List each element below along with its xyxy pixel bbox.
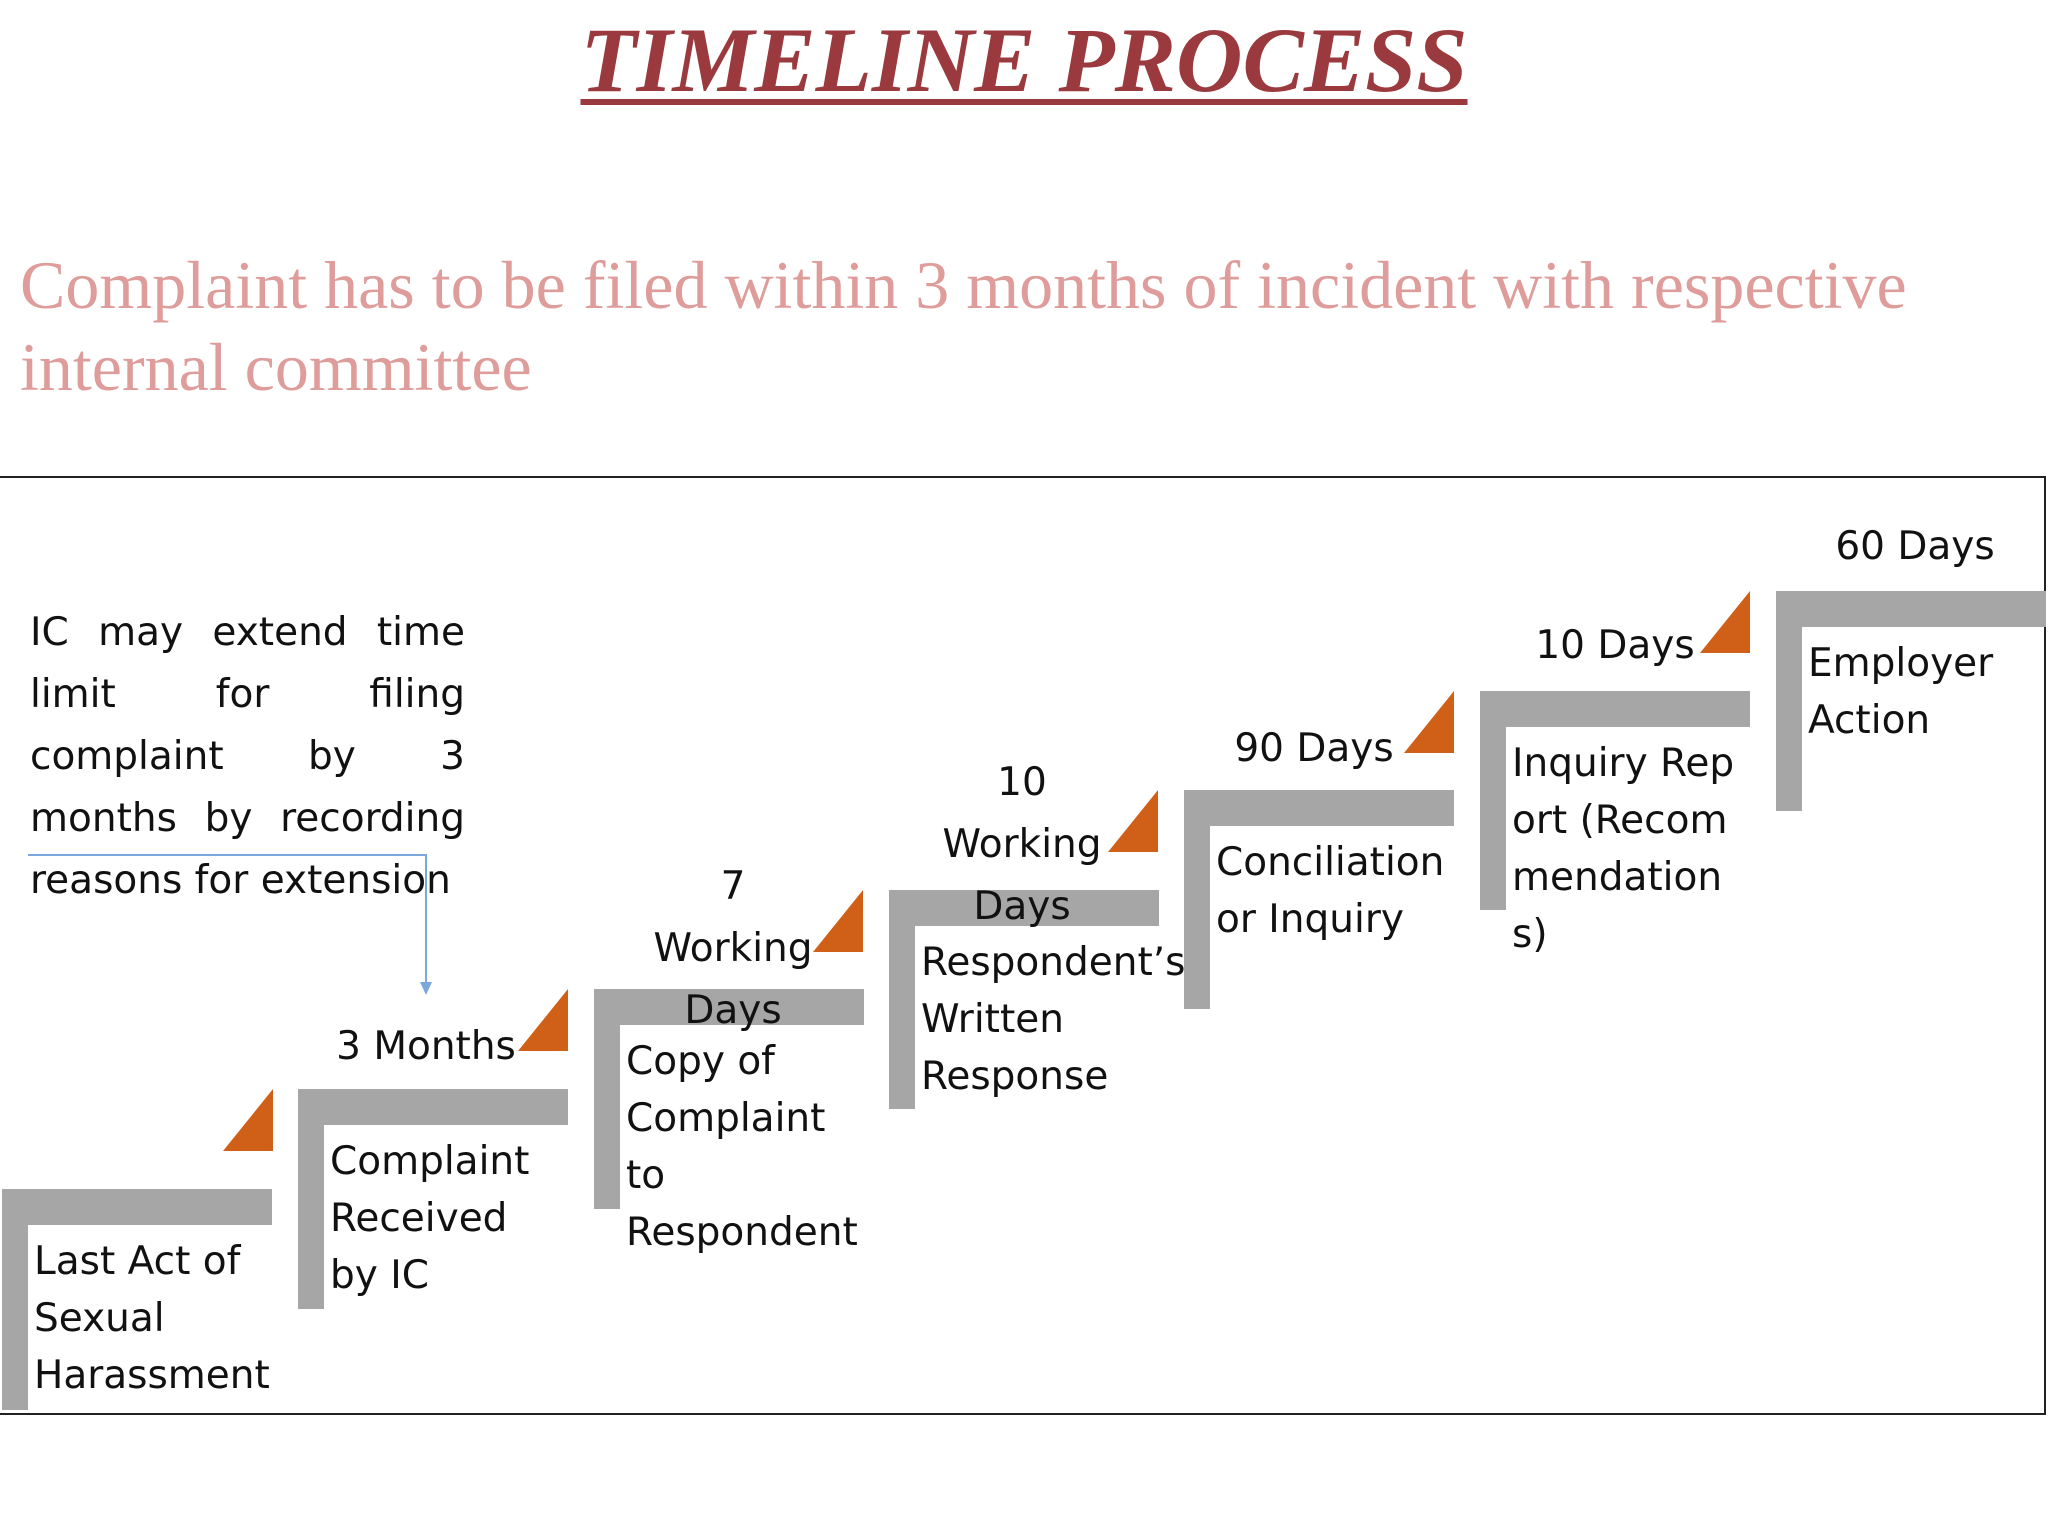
step-bar-vertical [1480, 691, 1506, 910]
step-duration: 10 Days [1535, 623, 1695, 668]
step-duration: 60 Days [1835, 524, 1995, 569]
step-marker-triangle-2 [518, 989, 568, 1051]
timeline-step-inquiry-report: Inquiry Report (Recommendations) [1480, 691, 1750, 957]
page-title: TIMELINE PROCESS [580, 9, 1468, 111]
timeline-step-complaint-received: Complaint Received by IC [298, 1089, 568, 1309]
step-bar-horizontal [594, 989, 864, 1025]
step-marker-triangle-3 [813, 890, 863, 952]
step-marker-triangle-5 [1404, 691, 1454, 753]
step-marker-triangle-4 [1108, 790, 1158, 852]
step-bar-horizontal [1776, 591, 2046, 627]
step-duration: 3 Months [336, 1024, 516, 1069]
step-bar-vertical [1184, 790, 1210, 1009]
timeline-step-conciliation-inquiry: Conciliation or Inquiry [1184, 790, 1454, 1009]
step-bar-vertical [2, 1189, 28, 1410]
step-duration: 10 Working Days [942, 760, 1102, 929]
step-label: Last Act of Sexual Harassment [34, 1239, 270, 1398]
step-bar-vertical [298, 1089, 324, 1309]
step-bar-horizontal [298, 1089, 568, 1125]
step-bar-vertical [889, 890, 915, 1109]
step-label: Inquiry Report (Recommendations) [1512, 741, 1735, 957]
timeline-step-employer-action: Employer Action [1776, 591, 2046, 811]
extension-note: IC may extend time limit for filing comp… [30, 610, 465, 903]
step-bar-horizontal [889, 890, 1159, 926]
timeline-step-written-response: Respondent’s Written Response [889, 890, 1186, 1109]
step-bar-vertical [1776, 591, 1802, 811]
step-duration: 7 Working Days [653, 864, 813, 1033]
step-label: Respondent’s Written Response [921, 940, 1186, 1099]
step-bar-horizontal [2, 1189, 272, 1225]
step-label: Conciliation or Inquiry [1216, 840, 1445, 942]
subtitle: Complaint has to be filed within 3 month… [20, 247, 1907, 405]
timeline-step-last-act: Last Act of Sexual Harassment [2, 1189, 272, 1410]
step-marker-triangle-6 [1700, 591, 1750, 653]
step-label: Copy of Complaint to Respondent [626, 1039, 858, 1255]
step-bar-horizontal [1184, 790, 1454, 826]
timeline-step-copy-to-respondent: Copy of Complaint to Respondent [594, 989, 864, 1255]
step-duration: 90 Days [1234, 726, 1394, 771]
step-bar-vertical [594, 989, 620, 1209]
step-marker-triangle-1 [223, 1089, 273, 1151]
step-label: Employer Action [1808, 641, 1994, 743]
step-bar-horizontal [1480, 691, 1750, 727]
step-label: Complaint Received by IC [330, 1139, 530, 1298]
